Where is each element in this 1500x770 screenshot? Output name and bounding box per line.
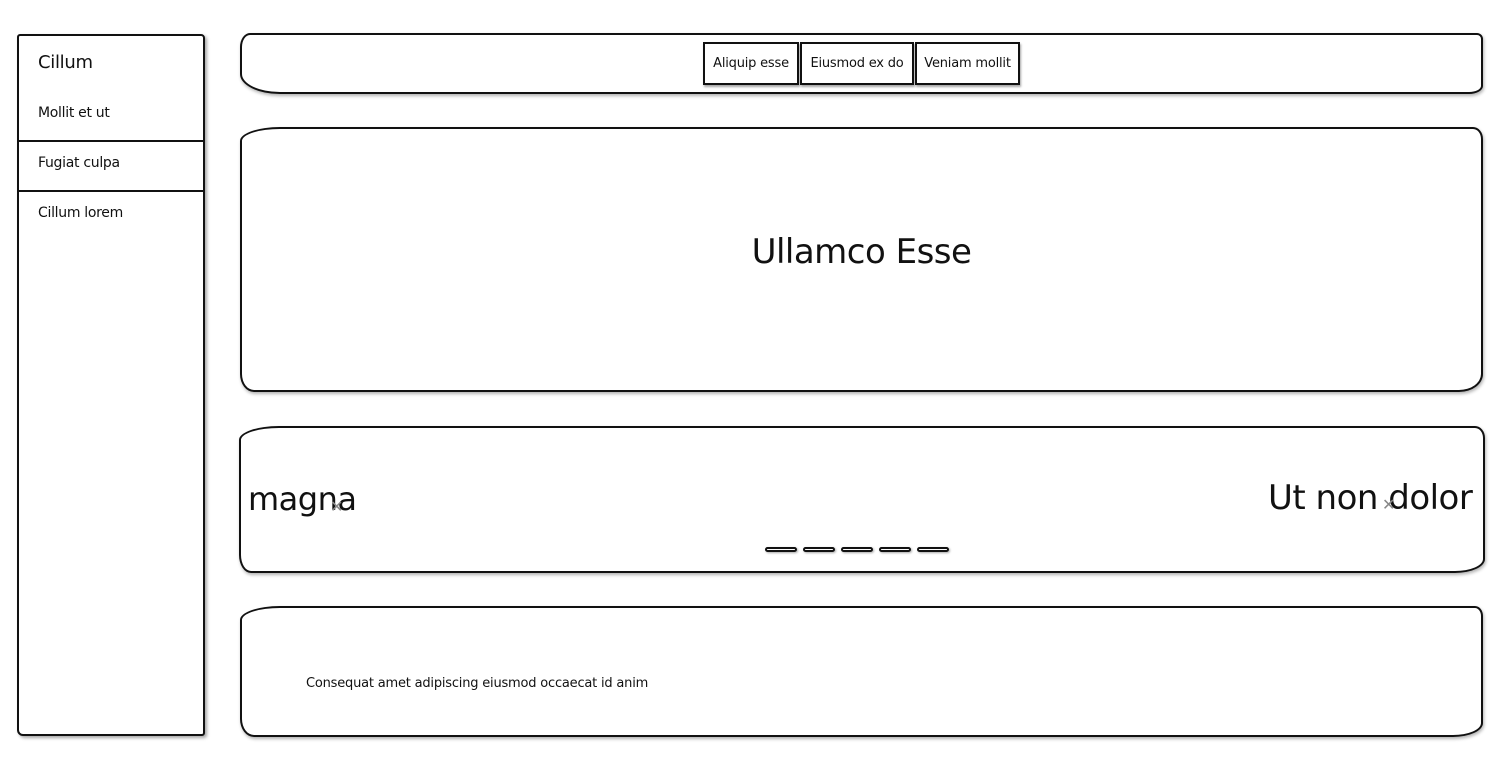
carousel-slide-right-text: Ut non dolor [1268, 478, 1473, 518]
body-text: Consequat amet adipiscing eiusmod occaec… [306, 676, 649, 691]
close-icon[interactable]: ✕ [330, 497, 344, 516]
tab-group: Aliquip esse Eiusmod ex do Veniam mollit [703, 42, 1021, 85]
carousel-page-indicator[interactable] [879, 547, 911, 552]
sidebar: Cillum Mollit et ut Fugiat culpa Cillum … [17, 34, 205, 736]
tab-aliquip-esse[interactable]: Aliquip esse [703, 42, 799, 85]
hero-panel [240, 127, 1483, 392]
carousel-page-indicator[interactable] [765, 547, 797, 552]
close-icon[interactable]: ✕ [1382, 495, 1396, 514]
carousel-page-indicator[interactable] [917, 547, 949, 552]
tab-eiusmod-ex-do[interactable]: Eiusmod ex do [800, 42, 914, 85]
sidebar-item-fugiat-culpa[interactable]: Fugiat culpa [19, 142, 203, 192]
sidebar-item-label: Fugiat culpa [38, 155, 120, 171]
carousel-slide-left-text: magna [248, 480, 357, 518]
hero-title: Ullamco Esse [751, 232, 972, 272]
sidebar-item-label: Mollit et ut [38, 105, 110, 121]
carousel-panel [239, 426, 1485, 573]
tab-veniam-mollit[interactable]: Veniam mollit [915, 42, 1020, 85]
sidebar-item-label: Cillum lorem [38, 205, 123, 221]
carousel-pagination [765, 547, 955, 552]
sidebar-title: Cillum [38, 52, 93, 73]
sidebar-item-mollit-et-ut[interactable]: Mollit et ut [19, 92, 203, 142]
text-panel [240, 606, 1483, 737]
sidebar-item-cillum-lorem[interactable]: Cillum lorem [19, 192, 203, 242]
carousel-page-indicator[interactable] [803, 547, 835, 552]
carousel-page-indicator[interactable] [841, 547, 873, 552]
